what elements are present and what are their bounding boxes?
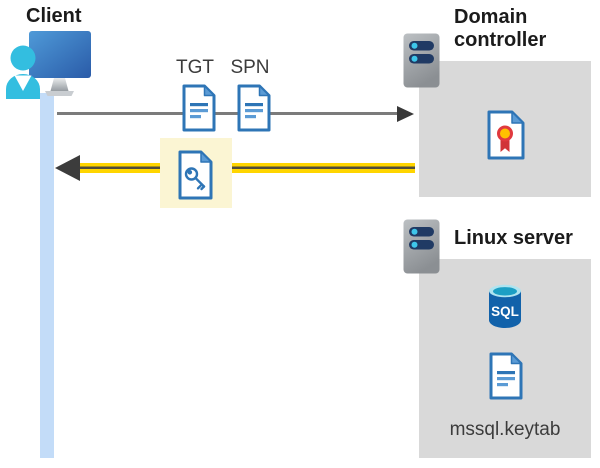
request-arrowhead-icon <box>397 106 414 122</box>
domain-controller-label: Domain controller <box>454 6 547 51</box>
spn-document-icon <box>237 84 271 132</box>
response-arrowhead-icon <box>55 155 80 181</box>
linux-server-icon <box>403 219 440 274</box>
linux-server-label: Linux server <box>454 227 573 249</box>
client-label: Client <box>26 5 82 27</box>
spn-label: SPN <box>230 57 270 78</box>
tgt-label: TGT <box>176 57 214 78</box>
certificate-icon <box>487 110 525 160</box>
client-timeline-bar <box>40 93 54 458</box>
domain-controller-server-icon <box>403 33 440 88</box>
response-arrow-line <box>74 163 415 173</box>
sql-text: SQL <box>491 304 519 319</box>
request-arrow-line <box>57 112 397 115</box>
key-document-icon <box>178 150 213 200</box>
keytab-filename-label: mssql.keytab <box>449 419 561 440</box>
sql-database-icon: SQL <box>486 283 524 329</box>
tgt-document-icon <box>182 84 216 132</box>
keytab-document-icon <box>489 352 523 400</box>
client-computer-person-icon <box>5 29 99 99</box>
